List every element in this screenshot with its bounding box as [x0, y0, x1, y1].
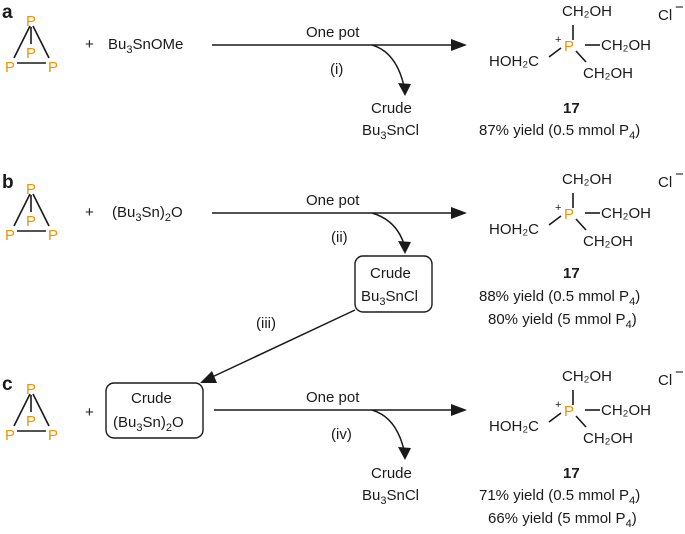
- p4-atom-top-a: P: [26, 13, 36, 30]
- ch2oh-right-c: CH₂OH: [601, 402, 651, 419]
- ch2oh-bottom-a: CH₂OH: [583, 65, 633, 82]
- product-b: CH₂OH HOH₂C P + CH₂OH CH₂OH Cl − 17 88% …: [479, 166, 684, 331]
- step-label-iii: (iii): [256, 315, 276, 332]
- charge-plus-a: +: [555, 34, 561, 46]
- counterion-charge-c: −: [675, 364, 684, 381]
- charge-plus-c: +: [555, 399, 561, 411]
- reagent-line1-c: Crude: [131, 390, 172, 407]
- plus-sign-a: +: [85, 36, 94, 53]
- counterion-a: Cl: [658, 7, 672, 24]
- step-label-b: (ii): [331, 229, 348, 246]
- product-a: CH₂OH HOH₂C P + CH₂OH CH₂OH Cl − 17 87% …: [479, 0, 684, 142]
- p4-atom-center-b: P: [26, 213, 36, 230]
- panel-a: a P P P P + Bu3SnOMe One pot (i) Crude B…: [2, 0, 684, 142]
- ch2oh-right-a: CH₂OH: [601, 37, 651, 54]
- p4-atom-right-c: P: [48, 427, 58, 444]
- plus-sign-b: +: [85, 204, 94, 221]
- byproduct-arrow-b: [371, 212, 411, 254]
- p4-atom-center-c: P: [26, 413, 36, 430]
- p4-atom-right-a: P: [48, 59, 58, 76]
- ch2oh-top-b: CH₂OH: [562, 171, 612, 188]
- byproduct-arrow-c: [371, 409, 411, 460]
- panel-label-a: a: [2, 2, 13, 23]
- yield-c-2: 66% yield (5 mmol P4): [488, 510, 637, 530]
- counterion-b: Cl: [658, 174, 672, 191]
- phosphonium-p-c: P: [564, 403, 574, 420]
- yield-c-1: 71% yield (0.5 mmol P4): [479, 487, 640, 507]
- reaction-arrow-a: [212, 39, 467, 51]
- charge-plus-b: +: [555, 202, 561, 214]
- byproduct-line2-a: Bu3SnCl: [362, 122, 419, 142]
- ch2oh-bottom-b: CH₂OH: [583, 233, 633, 250]
- panel-c: c P P P P + Crude (Bu3Sn)2O One pot (iv)…: [2, 364, 684, 530]
- p4-atom-top-c: P: [26, 381, 36, 398]
- p4-atom-top-b: P: [26, 181, 36, 198]
- byproduct-arrow-a: [371, 44, 411, 96]
- hoh2c-c: HOH₂C: [489, 418, 539, 435]
- p4-atom-left-c: P: [5, 427, 15, 444]
- counterion-charge-b: −: [675, 166, 684, 183]
- compound-number-b: 17: [563, 265, 580, 282]
- reagent-b: (Bu3Sn)2O: [112, 204, 183, 224]
- ch2oh-bottom-c: CH₂OH: [583, 430, 633, 447]
- phosphonium-p-b: P: [564, 206, 574, 223]
- panel-b: b P P P P + (Bu3Sn)2O One pot (ii) Crude…: [2, 166, 684, 383]
- ch2oh-top-a: CH₂OH: [562, 3, 612, 20]
- arrow-label-c: One pot: [306, 389, 360, 406]
- step-label-c: (iv): [331, 426, 352, 443]
- byproduct-line2-b: Bu3SnCl: [361, 288, 418, 308]
- hoh2c-a: HOH₂C: [489, 53, 539, 70]
- p4-tetrahedron-c: P P P P: [5, 381, 58, 444]
- ch2oh-right-b: CH₂OH: [601, 205, 651, 222]
- byproduct-line1-c: Crude: [371, 465, 412, 482]
- ch2oh-top-c: CH₂OH: [562, 368, 612, 385]
- yield-b-1: 88% yield (0.5 mmol P4): [479, 288, 640, 308]
- yield-a-1: 87% yield (0.5 mmol P4): [479, 122, 640, 142]
- byproduct-box-b: [354, 255, 433, 313]
- panel-label-b: b: [2, 172, 14, 193]
- reagent-line2-c: (Bu3Sn)2O: [113, 414, 184, 434]
- reaction-arrow-c: [214, 404, 467, 416]
- p4-atom-left-a: P: [5, 59, 15, 76]
- panel-label-c: c: [2, 374, 13, 395]
- reagent-box-c: [105, 382, 204, 439]
- yield-b-2: 80% yield (5 mmol P4): [488, 311, 637, 331]
- reaction-arrow-b: [212, 207, 467, 219]
- product-c: CH₂OH HOH₂C P + CH₂OH CH₂OH Cl − 17 71% …: [479, 364, 684, 530]
- arrow-label-a: One pot: [306, 24, 360, 41]
- hoh2c-b: HOH₂C: [489, 221, 539, 238]
- step-label-a: (i): [330, 61, 343, 78]
- p4-tetrahedron-a: P P P P: [5, 13, 58, 76]
- byproduct-line1-a: Crude: [371, 100, 412, 117]
- p4-atom-left-b: P: [5, 227, 15, 244]
- counterion-c: Cl: [658, 372, 672, 389]
- reagent-a: Bu3SnOMe: [108, 36, 183, 56]
- phosphonium-p-a: P: [564, 38, 574, 55]
- byproduct-line2-c: Bu3SnCl: [362, 487, 419, 507]
- p4-atom-center-a: P: [26, 45, 36, 62]
- compound-number-a: 17: [563, 100, 580, 117]
- p4-atom-right-b: P: [48, 227, 58, 244]
- recycle-arrow: [200, 309, 356, 383]
- p4-tetrahedron-b: P P P P: [5, 181, 58, 244]
- plus-sign-c: +: [85, 404, 94, 421]
- byproduct-line1-b: Crude: [370, 265, 411, 282]
- arrow-label-b: One pot: [306, 192, 360, 209]
- counterion-charge-a: −: [675, 0, 684, 16]
- compound-number-c: 17: [563, 465, 580, 482]
